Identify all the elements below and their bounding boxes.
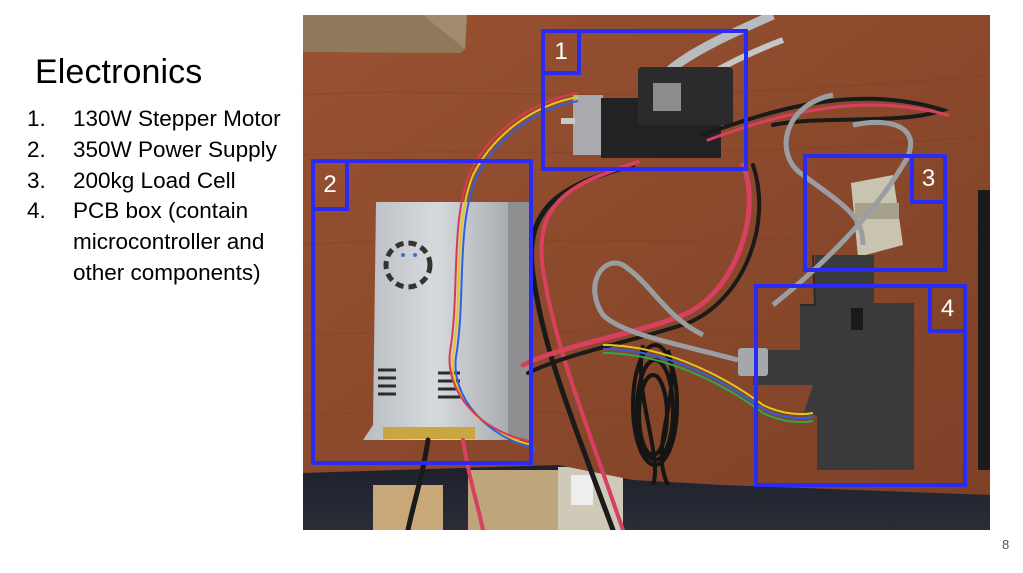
- label-sticker: [571, 475, 593, 505]
- component-list: 1. 130W Stepper Motor 2. 350W Power Supp…: [27, 104, 297, 289]
- list-item-text: 130W Stepper Motor: [73, 106, 281, 131]
- annotation-box-pcb-box: [754, 284, 967, 487]
- motor-faceplate: [573, 95, 603, 155]
- driver-connector: [653, 83, 681, 111]
- cardboard-corner: [303, 15, 467, 53]
- power-cables: [405, 96, 950, 530]
- led: [413, 253, 417, 257]
- vent-slots: [378, 368, 460, 399]
- list-item-text: 200kg Load Cell: [73, 167, 236, 193]
- stepper-signal-wires: [448, 92, 814, 450]
- annotation-box-load-cell: [803, 154, 947, 272]
- slide-title: Electronics: [35, 53, 203, 91]
- list-item-text: 350W Power Supply: [73, 136, 277, 162]
- power-supply: [363, 202, 508, 440]
- pcb-box-cable-slot: [851, 308, 863, 330]
- pcb-box-lower: [817, 355, 914, 470]
- list-item-number: 1.: [27, 106, 46, 131]
- annotation-label: 2: [311, 159, 349, 211]
- cardboard-box: [468, 470, 558, 530]
- photo-illustration: [303, 15, 990, 530]
- list-item: 1. 130W Stepper Motor: [27, 104, 297, 135]
- list-item: 2. 350W Power Supply: [27, 135, 297, 166]
- list-item-number: 4.: [27, 198, 46, 224]
- list-item-number: 3.: [27, 167, 46, 193]
- power-supply-side: [508, 202, 530, 440]
- list-item-number: 2.: [27, 136, 46, 162]
- db9-connector: [738, 348, 768, 376]
- fan-grille: [383, 240, 433, 290]
- led: [401, 253, 405, 257]
- list-item: 3. 200kg Load Cell: [27, 166, 297, 197]
- list-item-text: PCB box (contain microcontroller and oth…: [73, 198, 265, 285]
- annotation-box-power-supply: [311, 159, 533, 465]
- cardboard-fold: [423, 15, 467, 49]
- annotation-label: 3: [910, 154, 947, 204]
- page-number: 8: [1002, 537, 1010, 552]
- annotation-label: 4: [928, 284, 967, 333]
- dark-object: [978, 190, 990, 470]
- electronics-photo: [303, 15, 990, 530]
- terminal-block: [383, 427, 475, 439]
- annotation-box-stepper-motor: [541, 29, 748, 171]
- list-item: 4. PCB box (contain microcontroller and …: [27, 196, 297, 288]
- annotation-label: 1: [541, 29, 581, 75]
- motor-shaft: [561, 118, 575, 124]
